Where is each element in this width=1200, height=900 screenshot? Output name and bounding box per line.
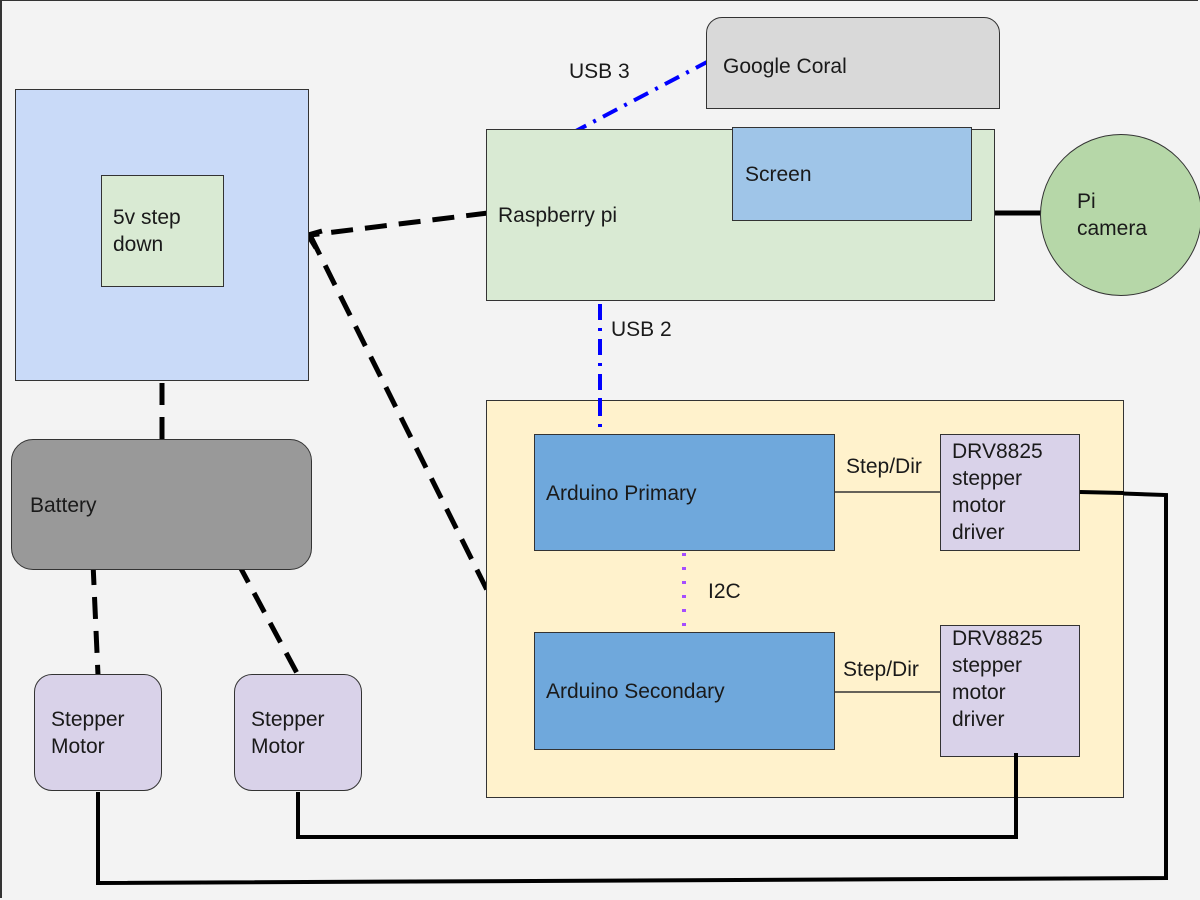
step-dir-label: Step/Dir xyxy=(843,658,919,681)
usb3-link xyxy=(571,60,708,135)
pi-camera-label: Pi camera xyxy=(1077,190,1148,240)
battery-node[interactable]: Battery xyxy=(11,439,312,570)
i2c-label: I2C xyxy=(708,580,741,603)
power-link-pi xyxy=(309,210,489,238)
power-link-arduino xyxy=(307,233,491,594)
stepper-driver-label: DRV8825 stepper motor driver xyxy=(952,440,1043,544)
stepper-driver-node[interactable]: DRV8825 stepper motor driver xyxy=(940,625,1080,757)
stepper-driver-label: DRV8825 stepper motor driver xyxy=(952,627,1043,731)
step-down-node[interactable]: 5v step down xyxy=(101,175,224,287)
arduino-secondary-label: Arduino Secondary xyxy=(546,680,725,703)
stepper-motor-label: Stepper Motor xyxy=(51,708,125,758)
stepper-motor-node[interactable]: Stepper Motor xyxy=(34,674,162,791)
stepper-motor-node[interactable]: Stepper Motor xyxy=(234,674,362,791)
stepper-motor-label: Stepper Motor xyxy=(251,708,325,758)
step-dir-label: Step/Dir xyxy=(846,455,922,478)
screen-node[interactable]: Screen xyxy=(732,127,972,221)
pi-camera-node[interactable]: Pi camera xyxy=(1040,134,1200,296)
usb2-label: USB 2 xyxy=(611,318,672,341)
stepper-driver-node[interactable]: DRV8825 stepper motor driver xyxy=(940,434,1080,551)
arduino-primary-node[interactable]: Arduino Primary xyxy=(534,434,835,551)
motor-wire-1 xyxy=(96,490,1168,886)
google-coral-label: Google Coral xyxy=(723,55,847,78)
step-down-label: 5v step down xyxy=(113,206,181,256)
arduino-primary-label: Arduino Primary xyxy=(546,482,697,505)
arduino-secondary-node[interactable]: Arduino Secondary xyxy=(534,632,835,750)
raspberry-pi-label: Raspberry pi xyxy=(498,204,618,227)
battery-label: Battery xyxy=(30,494,97,517)
power-link-motor-2 xyxy=(235,561,301,677)
usb3-label: USB 3 xyxy=(569,60,630,83)
google-coral-node[interactable]: Google Coral xyxy=(706,17,1000,109)
arrow-head-icon xyxy=(305,228,323,250)
power-link-motor-1 xyxy=(90,562,101,676)
screen-label: Screen xyxy=(745,163,812,186)
